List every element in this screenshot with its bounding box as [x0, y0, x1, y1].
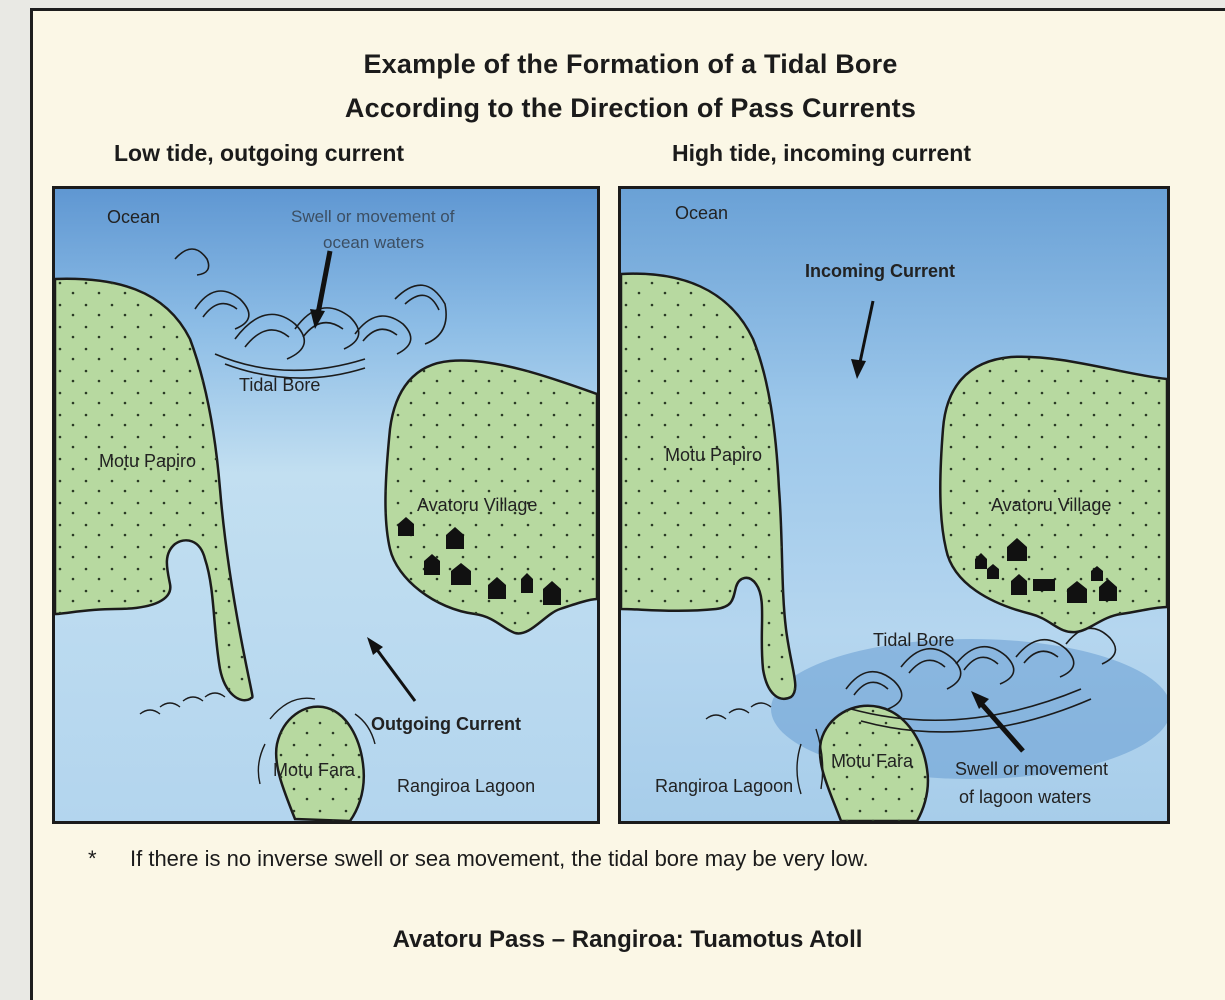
footnote-text: If there is no inverse swell or sea move… [130, 846, 869, 871]
swell-arrowhead [971, 691, 989, 709]
tidal-bore-waves [845, 627, 1117, 733]
tidal-bore-waves [174, 248, 447, 379]
left-label-outgoing-current: Outgoing Current [371, 714, 521, 734]
outgoing-current-arrowhead [367, 637, 383, 655]
right-label-incoming-current: Incoming Current [805, 261, 956, 281]
right-panel-subtitle: High tide, incoming current [672, 140, 972, 166]
swell-arrowhead [310, 309, 325, 329]
motu-fara-dots [819, 705, 928, 821]
low-tide-map-drawing [55, 189, 597, 821]
motu-papiro-dots [621, 273, 796, 699]
avatoru-dots [940, 356, 1167, 633]
incoming-current-arrowhead [851, 359, 866, 379]
high-tide-map: Ocean Incoming Current Motu Papiro Avato… [618, 186, 1170, 824]
village-houses [398, 517, 561, 605]
footnote: * If there is no inverse swell or sea mov… [88, 846, 869, 872]
left-label-lagoon: Rangiroa Lagoon [397, 776, 536, 796]
left-label-swell-2: ocean waters [323, 233, 425, 252]
right-label-motu-papiro: Motu Papiro [665, 445, 763, 465]
title-line-2: According to the Direction of Pass Curre… [344, 93, 917, 123]
low-tide-map: Ocean Swell or movement of ocean waters … [52, 186, 600, 824]
right-label-lagoon: Rangiroa Lagoon [655, 776, 794, 796]
footnote-marker: * [88, 846, 97, 871]
right-label-motu-fara: Motu Fara [831, 751, 914, 771]
swell-arrow [314, 250, 333, 320]
right-label-tidal-bore: Tidal Bore [873, 630, 955, 650]
high-tide-map-drawing [621, 189, 1167, 821]
left-label-swell: Swell or movement of [291, 207, 455, 226]
swell-arrow [977, 699, 1025, 753]
motu-fara-dots [276, 706, 364, 821]
figure-caption: Avatoru Pass – Rangiroa: Tuamotus Atoll [392, 926, 863, 953]
incoming-current-arrow [857, 300, 875, 368]
left-label-tidal-bore: Tidal Bore [239, 375, 321, 395]
small-waves [139, 692, 376, 785]
left-label-ocean: Ocean [107, 207, 161, 227]
small-waves [705, 702, 824, 795]
left-label-motu-papiro: Motu Papiro [99, 451, 197, 471]
title-line-1: Example of the Formation of a Tidal Bore [363, 49, 898, 79]
village-houses [975, 538, 1117, 603]
right-label-swell-2: of lagoon waters [959, 787, 1092, 807]
outgoing-current-arrow [373, 646, 417, 702]
right-label-ocean: Ocean [675, 203, 729, 223]
left-panel-subtitle: Low tide, outgoing current [114, 140, 405, 166]
right-label-swell: Swell or movement [955, 759, 1109, 779]
motu-papiro-dots [55, 278, 253, 701]
right-label-village: Avatoru Village [991, 495, 1112, 515]
left-label-village: Avatoru Village [417, 495, 538, 515]
left-label-motu-fara: Motu Fara [273, 760, 356, 780]
